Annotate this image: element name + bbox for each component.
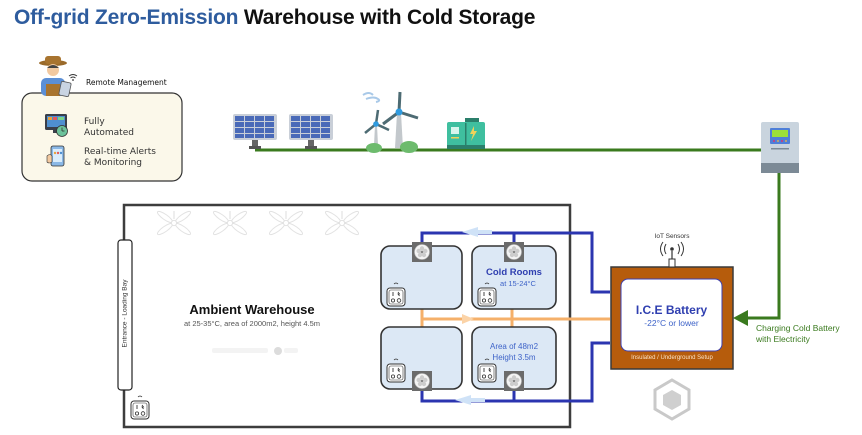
warehouse-title: Ambient Warehouse: [189, 302, 315, 317]
charging-line: Charging Cold Battery: [756, 323, 840, 333]
feature-alerts: Real-time Alerts & Monitoring: [84, 147, 156, 169]
entrance-door[interactable]: [117, 239, 133, 391]
cold-room[interactable]: [471, 241, 557, 310]
hexagon-cube-icon: [653, 378, 691, 421]
feature-line: Automated: [84, 128, 134, 138]
feature-automated: Fully Automated: [84, 117, 134, 139]
title-rest: Warehouse with Cold Storage: [243, 6, 536, 29]
warehouse-building: [122, 203, 572, 429]
iot-antenna-icon: [660, 241, 684, 259]
watermark-logo: [212, 347, 298, 355]
page-title: Off-grid Zero-Emission Warehouse with Co…: [14, 6, 535, 30]
feature-line: & Monitoring: [84, 158, 143, 168]
operator-with-tablet-icon: [39, 56, 78, 98]
dashboard-timer-icon: [45, 114, 68, 137]
ceiling-fans: [155, 209, 361, 237]
ice-battery-title: I.C.E Battery: [635, 303, 708, 317]
warm-return-line: [420, 309, 610, 327]
ceiling-fan-icon: [211, 209, 249, 237]
charging-label: Charging Cold Battery with Electricity: [756, 323, 840, 345]
cold-rooms-height: Height 3.5m: [492, 353, 536, 362]
sensor-icon: [130, 395, 150, 420]
cold-room[interactable]: [380, 326, 463, 392]
ceiling-fan-icon: [155, 209, 193, 237]
remote-management-label: Remote Management: [86, 78, 167, 87]
feature-line: Real-time Alerts: [84, 147, 156, 157]
ice-battery[interactable]: [610, 258, 734, 370]
cold-room[interactable]: [380, 241, 463, 310]
entrance-label: Entrance - Loading Bay: [121, 279, 129, 348]
ceiling-fan-icon: [267, 209, 305, 237]
solar-panel-icon: [289, 114, 333, 149]
wind-turbine-icon: [362, 91, 419, 153]
cold-rooms-area: Area of 48m2: [489, 342, 539, 351]
coolant-lines: [420, 227, 610, 405]
ice-battery-temperature: -22°C or lower: [644, 318, 699, 328]
power-line: [255, 148, 781, 326]
iot-sensors-label: IoT Sensors: [654, 233, 690, 240]
generator-icon: [447, 118, 485, 149]
charging-line: with Electricity: [756, 334, 810, 344]
cold-room[interactable]: [471, 326, 557, 392]
phone-alerts-icon: [46, 145, 65, 167]
title-highlight: Off-grid Zero-Emission: [14, 6, 239, 29]
controller-icon: [761, 122, 799, 173]
ceiling-fan-icon: [323, 209, 361, 237]
ice-battery-setup: Insulated / Underground Setup: [631, 355, 713, 361]
warehouse-subtitle: at 25-35°C, area of 2000m2, height 4.5m: [184, 319, 320, 328]
solar-panel-icon: [233, 114, 277, 149]
cold-rooms-temperature: at 15-24°C: [500, 279, 536, 288]
cold-rooms-title: Cold Rooms: [486, 267, 542, 278]
feature-line: Fully: [84, 117, 105, 127]
